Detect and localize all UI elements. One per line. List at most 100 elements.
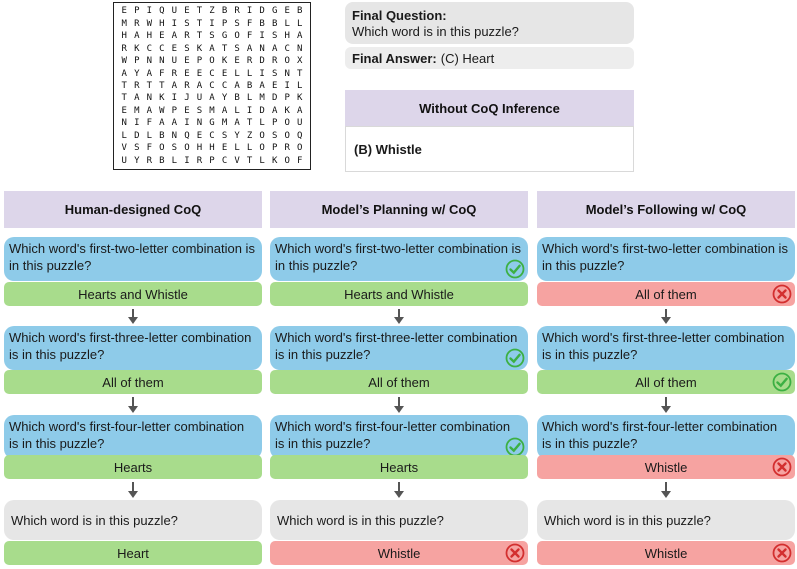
step-question-text: Which word is in this puzzle?	[277, 512, 444, 528]
grid-letter: P	[284, 93, 290, 104]
step-question-text: Which word's first-four-letter combinati…	[9, 419, 245, 451]
grid-letter: E	[284, 6, 290, 17]
grid-letter: K	[297, 93, 303, 104]
grid-letter: A	[209, 43, 215, 54]
grid-letter: P	[221, 18, 228, 29]
flow-arrow	[661, 309, 671, 324]
grid-letter: A	[146, 105, 153, 116]
grid-letter: R	[146, 155, 153, 166]
grid-letter: F	[246, 18, 253, 29]
step-answer-text: All of them	[102, 374, 164, 390]
final-question-step: Which word is in this puzzle?	[270, 500, 528, 540]
grid-letter: L	[297, 80, 303, 91]
grid-letter: A	[146, 68, 153, 79]
grid-letter: R	[284, 143, 290, 154]
final-answer-label: Final Answer:	[352, 50, 437, 66]
grid-letter: R	[134, 80, 140, 91]
sub-question-step: Which word's first-three-letter combinat…	[4, 326, 262, 370]
grid-letter: Q	[159, 6, 165, 17]
grid-letter: P	[209, 155, 215, 166]
sub-question-step: Which word's first-four-letter combinati…	[4, 415, 262, 459]
step-answer-correct: Hearts	[4, 455, 262, 479]
column-header-label: Model’s Following w/ CoQ	[585, 202, 747, 217]
step-answer-text: Hearts and Whistle	[78, 286, 188, 302]
grid-letter: A	[234, 118, 240, 129]
grid-letter: U	[171, 6, 178, 17]
sub-question-step: Which word's first-two-letter combinatio…	[537, 237, 795, 281]
column-header-model-following: Model’s Following w/ CoQ	[537, 191, 795, 228]
check-icon	[505, 437, 525, 457]
flow-arrow	[128, 397, 138, 413]
grid-letter: L	[171, 155, 178, 166]
step-question-text: Which word's first-three-letter combinat…	[275, 330, 518, 362]
grid-letter: E	[184, 6, 190, 17]
step-answer-text: Hearts	[113, 459, 153, 475]
grid-letter: R	[271, 56, 278, 67]
grid-letter: Y	[234, 130, 240, 141]
grid-letter: V	[121, 143, 127, 154]
step-answer-text: Whistle	[377, 545, 421, 561]
grid-letter: L	[259, 118, 265, 129]
grid-letter: L	[234, 105, 240, 116]
grid-letter: A	[221, 105, 228, 116]
sub-question-step: Which word's first-two-letter combinatio…	[270, 237, 528, 281]
grid-letter: U	[121, 155, 127, 166]
final-question-step: Which word is in this puzzle?	[537, 500, 795, 540]
grid-letter: A	[171, 31, 178, 42]
step-question-text: Which word's first-two-letter combinatio…	[542, 241, 788, 273]
step-answer-correct: Heart	[4, 541, 262, 565]
grid-letter: P	[134, 56, 140, 67]
grid-letter: T	[121, 80, 127, 91]
grid-letter: I	[246, 6, 253, 17]
grid-letter: W	[159, 105, 165, 116]
grid-letter: A	[121, 68, 127, 79]
grid-letter: E	[221, 143, 228, 154]
grid-letter: S	[271, 31, 278, 42]
grid-letter: S	[234, 43, 240, 54]
grid-letter: A	[196, 80, 203, 91]
step-question-text: Which word's first-three-letter combinat…	[542, 330, 785, 362]
grid-letter: S	[134, 143, 140, 154]
grid-letter: R	[184, 80, 190, 91]
check-icon	[505, 259, 525, 279]
grid-letter: A	[259, 80, 265, 91]
grid-letter: L	[284, 18, 290, 29]
grid-letter: N	[259, 43, 265, 54]
grid-letter: D	[259, 56, 265, 67]
grid-letter: L	[259, 155, 265, 166]
grid-letter: I	[171, 18, 178, 29]
grid-letter: F	[159, 68, 165, 79]
grid-letter: G	[271, 6, 278, 17]
grid-letter: B	[221, 6, 228, 17]
grid-letter: K	[134, 43, 140, 54]
grid-letter: N	[284, 68, 290, 79]
grid-letter: L	[246, 68, 253, 79]
step-answer-wrong: Whistle	[537, 455, 795, 479]
grid-letter: Z	[246, 130, 253, 141]
grid-letter: R	[184, 31, 190, 42]
grid-letter: A	[134, 31, 140, 42]
step-question-text: Which word's first-three-letter combinat…	[9, 330, 252, 362]
grid-letter: Y	[134, 68, 140, 79]
grid-letter: T	[196, 18, 203, 29]
step-question-text: Which word is in this puzzle?	[544, 512, 711, 528]
grid-letter: B	[297, 6, 303, 17]
step-question-text: Which word's first-two-letter combinatio…	[9, 241, 255, 273]
grid-letter: E	[159, 31, 165, 42]
final-question-box: Final Question: Which word is in this pu…	[345, 2, 634, 44]
grid-letter: I	[259, 68, 265, 79]
grid-letter: O	[209, 56, 215, 67]
grid-letter: A	[234, 80, 240, 91]
sub-question-step: Which word's first-four-letter combinati…	[537, 415, 795, 459]
grid-letter: E	[234, 56, 240, 67]
grid-letter: M	[221, 118, 228, 129]
grid-letter: N	[121, 118, 127, 129]
grid-letter: E	[184, 68, 190, 79]
grid-letter: R	[171, 68, 178, 79]
grid-letter: R	[121, 43, 127, 54]
grid-letter: L	[121, 130, 127, 141]
grid-letter: N	[146, 56, 153, 67]
grid-letter: V	[234, 155, 240, 166]
step-answer-text: All of them	[635, 286, 697, 302]
